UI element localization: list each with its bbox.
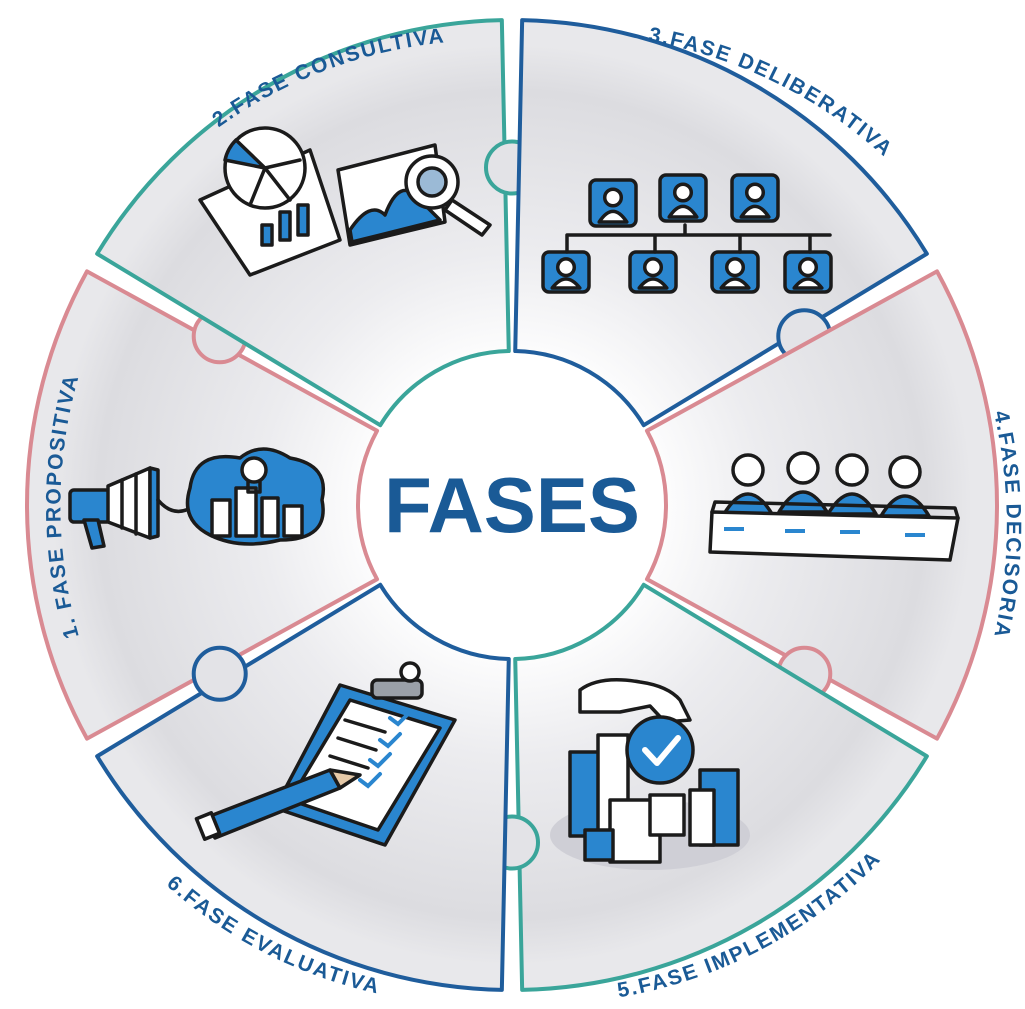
center-title: FASES [384, 461, 640, 549]
puzzle-knob-6 [191, 645, 248, 702]
puzzle-piece-3 [513, 18, 929, 428]
org-node-bottom-2 [628, 250, 678, 294]
org-node-top-3 [730, 173, 780, 223]
org-node-top-1 [588, 178, 638, 228]
megaphone-city-icon [68, 447, 325, 550]
hand-city-check-icon [550, 678, 750, 870]
org-node-bottom-3 [710, 250, 760, 294]
org-node-top-2 [658, 173, 708, 223]
org-chart-icon [541, 173, 833, 294]
org-node-bottom-1 [541, 250, 591, 294]
org-node-bottom-4 [783, 250, 833, 294]
center-disc [362, 355, 662, 655]
clipboard-pencil-icon [194, 661, 457, 847]
council-table-icon [708, 451, 960, 562]
charts-magnifier-icon [198, 126, 492, 277]
